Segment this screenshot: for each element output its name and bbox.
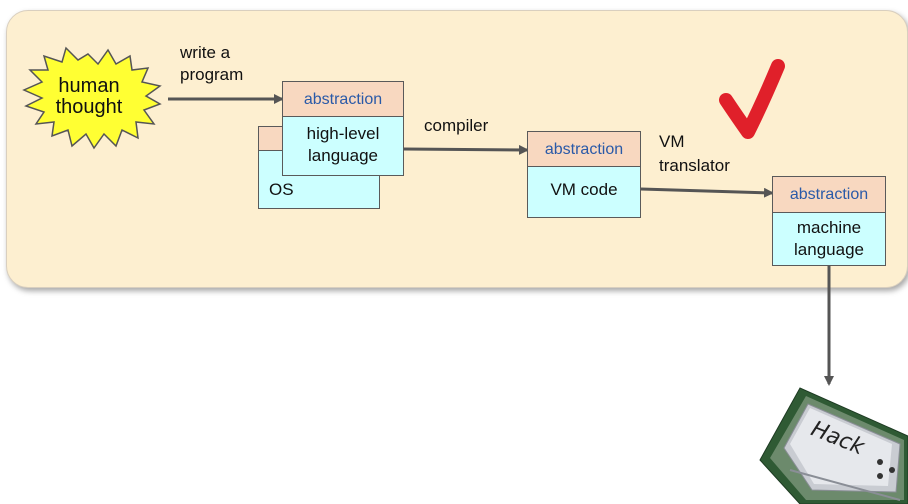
label-vm: VM [659,132,685,151]
label-translator: translator [659,156,730,175]
label-write-a: write a [180,43,231,62]
arrow-compiler [403,144,529,155]
machine-line-1: machine [796,218,862,237]
os-box-label: OS [269,180,294,199]
thought-burst-shape [22,46,162,150]
machine-box-head: abstraction [773,177,885,213]
label-compiler: compiler [424,116,489,135]
checkmark-icon [719,59,785,139]
high-level-line-1: high-level [306,124,380,143]
label-program: program [180,65,244,84]
vm-code-box: abstraction VM code [527,131,641,218]
high-level-box-head: abstraction [283,82,403,117]
machine-language-box: abstraction machine language [772,176,886,266]
cpu-chip-icon [759,387,908,504]
machine-line-2: language [794,240,864,259]
burst-line-1: human [58,75,120,97]
high-level-box-label: high-level language [283,117,403,167]
vm-code-box-label: VM code [550,180,618,199]
vm-code-box-head: abstraction [528,132,640,167]
arrow-vm-translator [640,187,774,198]
high-level-line-2: language [308,146,378,165]
machine-box-label: machine language [773,213,885,261]
burst-line-2: thought [55,96,123,118]
high-level-box: abstraction high-level language [282,81,404,176]
